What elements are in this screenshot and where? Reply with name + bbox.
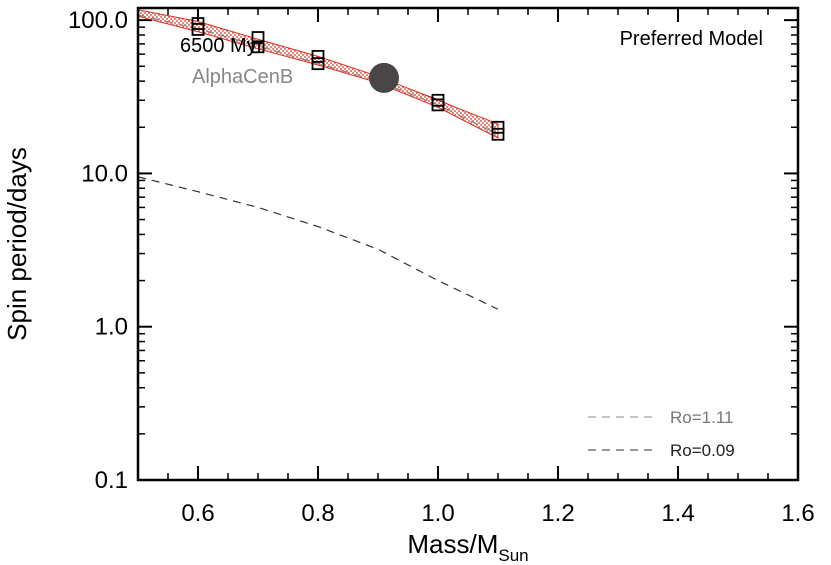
x-axis-title: Mass/MSun	[407, 529, 528, 565]
data-marker	[491, 127, 505, 141]
x-tick-label: 0.8	[301, 500, 334, 527]
y-tick-label: 10.0	[81, 160, 128, 187]
x-tick-label: 1.4	[661, 500, 694, 527]
x-tick-label: 0.6	[181, 500, 214, 527]
data-marker	[251, 31, 265, 44]
data-marker	[191, 23, 205, 36]
y-tick-label: 100.0	[68, 7, 128, 34]
series-line-ro-0-09	[138, 176, 499, 310]
plot-frame	[136, 6, 800, 482]
x-tick-label: 1.2	[541, 500, 574, 527]
data-marker	[311, 57, 325, 71]
uncertainty-band	[138, 9, 499, 139]
y-tick-label: 1.0	[95, 314, 128, 341]
panel-label: Preferred Model	[620, 28, 763, 50]
legend-label-ro-1-11: Ro=1.11	[670, 408, 733, 427]
y-tick-label: 0.1	[95, 467, 128, 494]
data-marker	[251, 40, 265, 54]
x-tick-label: 1.0	[421, 500, 454, 527]
data-markers	[191, 17, 505, 141]
tick-labels: 0.6 0.8 1.0 1.2 1.4 1.6 0.1 1.0 10.0 100.0	[68, 7, 815, 527]
alphacenb-point	[369, 62, 399, 93]
data-marker	[431, 98, 445, 112]
data-marker	[311, 50, 325, 63]
legend-label-ro-0-09: Ro=0.09	[670, 441, 735, 460]
y-axis-title: Spin period/days	[2, 147, 32, 341]
plot-series	[138, 9, 499, 310]
star-label: AlphaCenB	[192, 66, 293, 88]
x-tick-label: 1.6	[781, 500, 814, 527]
legend: Ro=1.11 Ro=0.09	[588, 408, 735, 460]
data-marker	[491, 120, 505, 134]
age-label: 6500 Myr	[180, 35, 264, 57]
